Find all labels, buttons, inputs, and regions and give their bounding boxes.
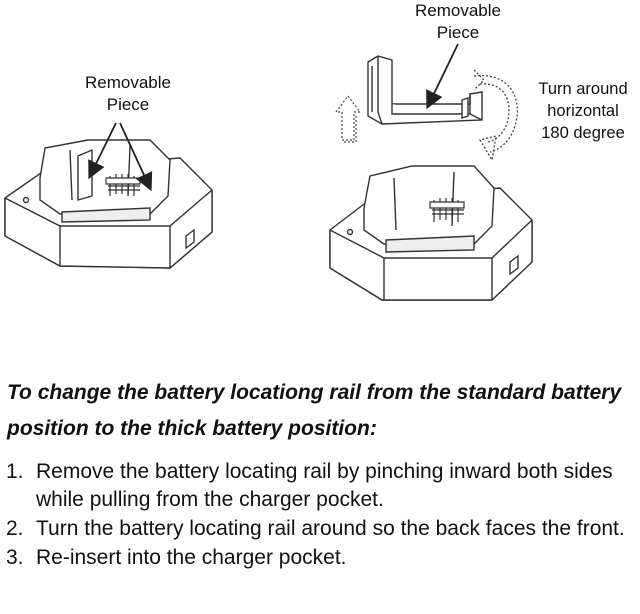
- left-pointer-arrows-icon: [88, 122, 153, 192]
- right-contacts-icon: [429, 198, 465, 222]
- step-number: 1.: [6, 460, 24, 483]
- step-number: 3.: [6, 546, 24, 569]
- removable-rail-icon: [367, 55, 483, 125]
- top-pointer-arrow-icon: [426, 43, 459, 110]
- top-removable-piece-label: Removable Piece: [415, 1, 501, 42]
- step-number: 2.: [6, 517, 24, 540]
- rotate-arrow-icon: [473, 69, 518, 162]
- left-removable-piece-label: Removable Piece: [85, 73, 171, 114]
- instructions-heading: To change the battery locationg rail fro…: [7, 381, 622, 440]
- step-text: Remove the battery locating rail by pinc…: [36, 460, 613, 511]
- charger-illustration: [4, 43, 533, 301]
- turn-around-label: Turn around horizontal 180 degree: [538, 80, 628, 142]
- step-text: Re-insert into the charger pocket.: [36, 546, 347, 569]
- instruction-step: 2. Turn the battery locating rail around…: [6, 515, 640, 543]
- step-text: Turn the battery locating rail around so…: [36, 517, 625, 540]
- up-arrow-icon: [334, 95, 362, 143]
- left-charger-icon: [4, 139, 213, 269]
- instruction-step: 1. Remove the battery locating rail by p…: [6, 458, 640, 514]
- instruction-steps: 1. Remove the battery locating rail by p…: [6, 458, 640, 573]
- left-contacts-icon: [105, 174, 141, 196]
- right-charger-icon: [329, 165, 533, 301]
- instruction-step: 3. Re-insert into the charger pocket.: [6, 544, 640, 572]
